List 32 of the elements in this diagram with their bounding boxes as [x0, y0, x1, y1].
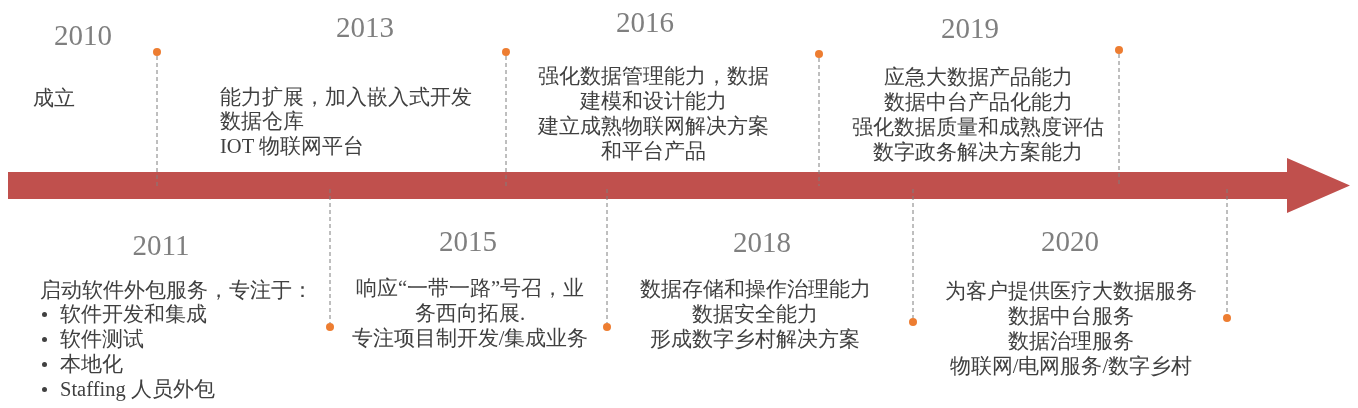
list-item: 软件测试: [60, 326, 144, 352]
milestone-text: 形成数字乡村解决方案: [650, 326, 860, 352]
year-label: 2019: [941, 12, 999, 44]
milestone-text: 专注项目制开发/集成业务: [351, 325, 589, 351]
milestone-text: 启动软件外包服务，专注于：: [40, 277, 313, 303]
milestone-text: 强化数据管理能力，数据建模和设计能力: [536, 63, 770, 114]
year-label: 2020: [1041, 225, 1099, 257]
year-label: 2018: [733, 226, 791, 258]
milestone-text: 数据存储和操作治理能力: [639, 276, 871, 302]
list-item: 本地化: [60, 351, 123, 377]
milestone-text: 强化数据质量和成熟度评估: [852, 114, 1104, 140]
milestone-text: 成立: [33, 85, 75, 111]
year-label: 2013: [336, 11, 394, 43]
milestone-text: IOT 物联网平台: [220, 133, 364, 159]
milestone-text: 数据安全能力: [692, 301, 818, 327]
milestone-text: 应急大数据产品能力: [883, 64, 1073, 90]
milestone-text: 数字政务解决方案能力: [873, 139, 1083, 165]
year-label: 2010: [54, 19, 112, 51]
milestone-text: 数据治理服务: [1008, 328, 1134, 354]
year-label: 2011: [132, 229, 190, 261]
milestone-text: 数据中台产品化能力: [883, 89, 1073, 115]
milestone-text: 响应“一带一路”号召，业务西向拓展.: [354, 275, 586, 326]
list-item: Staffing 人员外包: [60, 376, 215, 402]
milestone-text: 数据仓库: [220, 108, 304, 134]
list-item: 软件开发和集成: [60, 301, 207, 327]
milestone-text: 物联网/电网服务/数字乡村: [949, 353, 1193, 379]
milestone-text: 数据中台服务: [1008, 303, 1134, 329]
milestone-text: 能力扩展，加入嵌入式开发: [220, 84, 472, 110]
milestone-text: 建立成熟物联网解决方案和平台产品: [536, 113, 770, 164]
year-label: 2015: [439, 225, 497, 257]
year-label: 2016: [616, 6, 674, 38]
milestone-text: 为客户提供医疗大数据服务: [945, 278, 1197, 304]
